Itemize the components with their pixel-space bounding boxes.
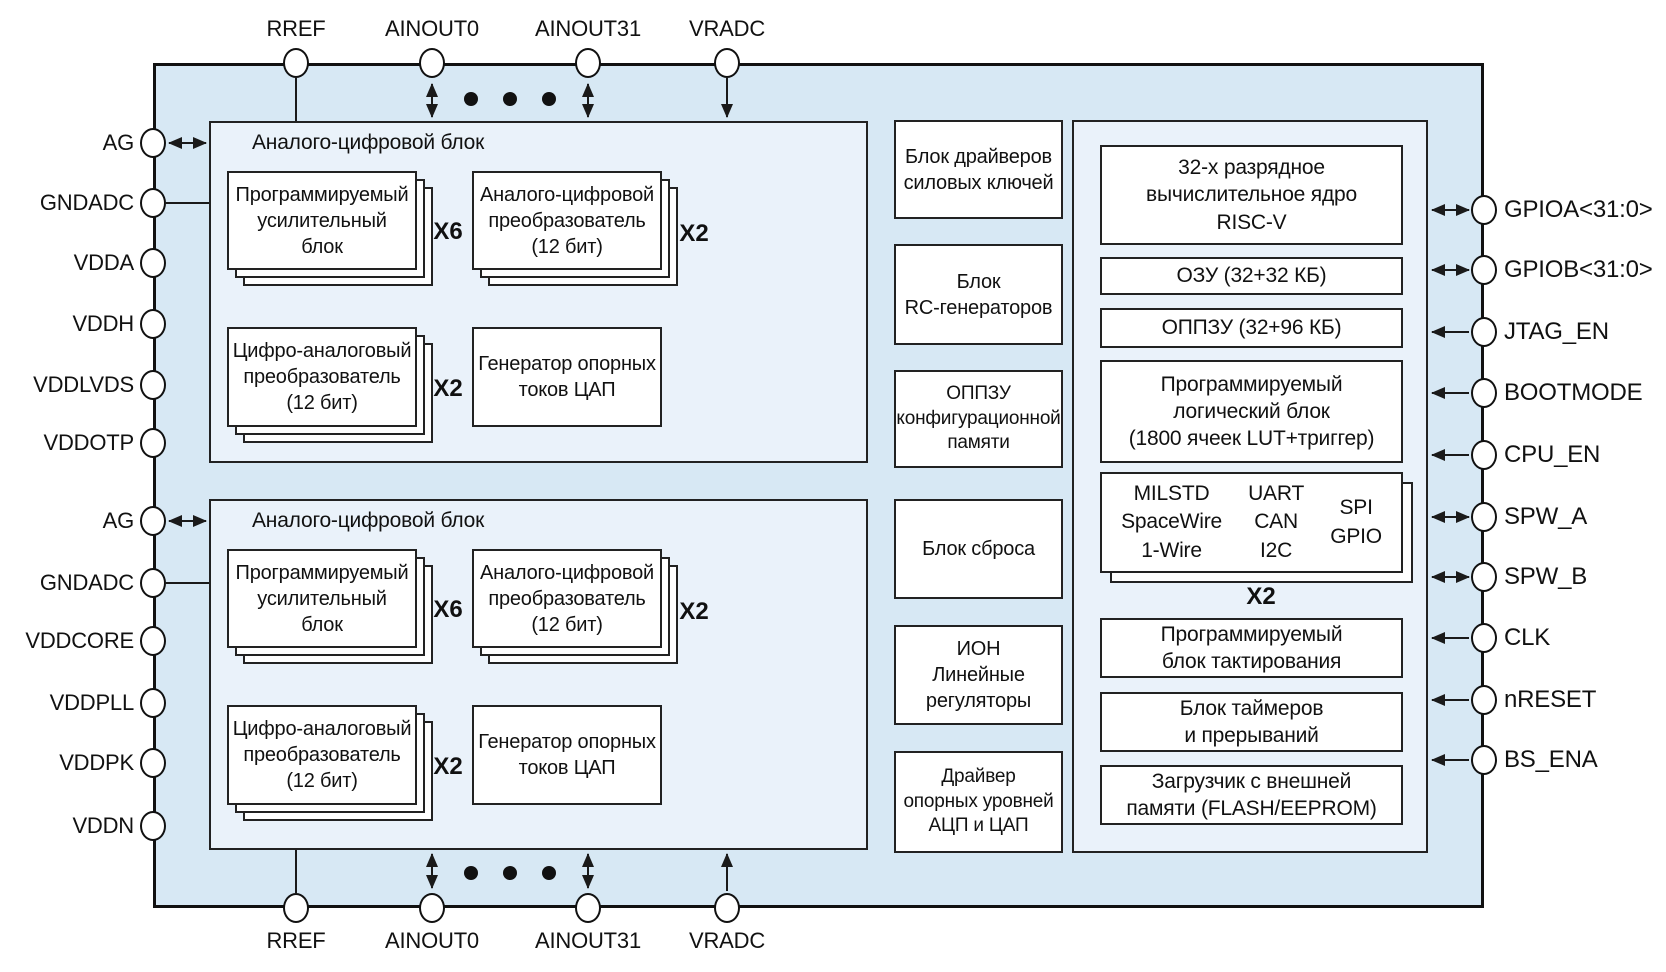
ram-block: ОЗУ (32+32 КБ): [1100, 257, 1403, 295]
pin-label-vddpk: VDDPK: [59, 750, 134, 775]
pin-cpu-en: [1471, 440, 1497, 470]
dac1-multiplier: X2: [433, 375, 463, 402]
pin-vddpk: [140, 748, 166, 778]
pin-vradc-bottom: [714, 893, 740, 923]
pin-label-gpiob: GPIOB<31:0>: [1504, 256, 1653, 283]
pin-bootmode: [1471, 378, 1497, 408]
pin-label-ag-1: AG: [102, 130, 135, 155]
clocking-block: Программируемый блок тактирования: [1100, 618, 1403, 678]
pin-label-vradc-bottom: VRADC: [688, 928, 766, 953]
comms-col-2: UART CAN I2C: [1248, 481, 1305, 562]
rc-generators-block: Блок RC-генераторов: [894, 244, 1063, 345]
pin-label-vddn: VDDN: [72, 813, 134, 838]
dac2-multiplier: X2: [433, 753, 463, 780]
pin-label-vddpll: VDDPLL: [49, 690, 135, 715]
pin-label-bootmode: BOOTMODE: [1504, 379, 1643, 406]
pin-vradc-top: [714, 48, 740, 78]
pin-label-nreset: nRESET: [1504, 686, 1597, 713]
pin-ainout0-top: [419, 48, 445, 78]
refgen-block-1: Генератор опорных токов ЦАП: [472, 327, 662, 427]
pin-gpioa: [1471, 195, 1497, 225]
pin-vddcore: [140, 626, 166, 656]
pin-vddh: [140, 309, 166, 339]
pin-vddlvds: [140, 370, 166, 400]
reset-block: Блок сброса: [894, 499, 1063, 599]
adc-block-1: Аналого-цифровой преобразователь (12 бит…: [472, 171, 662, 270]
amp1-multiplier: X6: [433, 218, 463, 245]
pin-label-ainout31-top: AINOUT31: [535, 16, 641, 41]
amp2-multiplier: X6: [433, 596, 463, 623]
pin-label-gndadc-2: GNDADC: [39, 570, 134, 595]
pin-label-spw-b: SPW_B: [1504, 563, 1588, 590]
pin-rref-top: [283, 48, 309, 78]
pin-label-rref-top: RREF: [266, 16, 326, 41]
pin-gndadc-1: [140, 188, 166, 218]
pin-clk: [1471, 623, 1497, 653]
pin-label-rref-bottom: RREF: [266, 928, 326, 953]
pin-label-jtag-en: JTAG_EN: [1504, 318, 1609, 345]
pin-jtag-en: [1471, 317, 1497, 347]
pin-label-cpu-en: CPU_EN: [1504, 441, 1601, 468]
power-key-drivers-block: Блок драйверов силовых ключей: [894, 120, 1063, 219]
pin-label-clk: CLK: [1504, 624, 1551, 651]
pin-spw-a: [1471, 502, 1497, 532]
rom-block: ОППЗУ (32+96 КБ): [1100, 308, 1403, 348]
adc1-multiplier: X2: [679, 220, 709, 247]
pin-label-ainout0-bottom: AINOUT0: [385, 928, 479, 953]
adc2-multiplier: X2: [679, 598, 709, 625]
pin-nreset: [1471, 685, 1497, 715]
pin-label-spw-a: SPW_A: [1504, 503, 1588, 530]
comms-multiplier: X2: [1246, 583, 1276, 610]
pin-gpiob: [1471, 255, 1497, 285]
pin-ainout31-top: [575, 48, 601, 78]
dac-block-1: Цифро-аналоговый преобразователь (12 бит…: [227, 327, 417, 427]
comms-col-3: SPI GPIO: [1330, 496, 1382, 548]
pin-label-vdda: VDDA: [73, 250, 135, 275]
pin-label-vddlvds: VDDLVDS: [33, 372, 134, 397]
pin-label-ainout31-bottom: AINOUT31: [535, 928, 641, 953]
pin-label-vddh: VDDH: [72, 311, 134, 336]
dac-block-2: Цифро-аналоговый преобразователь (12 бит…: [227, 705, 417, 805]
pin-label-vddotp: VDDOTP: [43, 430, 135, 455]
analog-panel-1-title: Аналого-цифровой блок: [252, 131, 485, 154]
pin-gndadc-2: [140, 568, 166, 598]
refgen-block-2: Генератор опорных токов ЦАП: [472, 705, 662, 805]
pin-label-ag-2: AG: [102, 508, 135, 533]
pin-ag-1: [140, 128, 166, 158]
pin-vdda: [140, 248, 166, 278]
pin-vddotp: [140, 428, 166, 458]
pin-ainout31-bottom: [575, 893, 601, 923]
pin-rref-bottom: [283, 893, 309, 923]
pin-bs-ena: [1471, 745, 1497, 775]
timers-interrupts-block: Блок таймеров и прерываний: [1100, 692, 1403, 752]
pin-label-ainout0-top: AINOUT0: [385, 16, 479, 41]
programmable-logic-block: Программируемый логический блок (1800 яч…: [1100, 360, 1403, 463]
bootloader-block: Загрузчик с внешней памяти (FLASH/EEPROM…: [1100, 765, 1403, 825]
pin-vddpll: [140, 688, 166, 718]
pin-label-gndadc-1: GNDADC: [39, 190, 134, 215]
pin-ag-2: [140, 506, 166, 536]
ion-regulators-block: ИОН Линейные регуляторы: [894, 625, 1063, 725]
amp-block-1: Программируемый усилительный блок: [227, 171, 417, 270]
ref-levels-driver-block: Драйвер опорных уровней АЦП и ЦАП: [894, 751, 1063, 853]
pin-label-vradc-top: VRADC: [688, 16, 766, 41]
config-memory-block: ОППЗУ конфигурационной памяти: [894, 370, 1063, 468]
adc-block-2: Аналого-цифровой преобразователь (12 бит…: [472, 549, 662, 648]
analog-panel-2-title: Аналого-цифровой блок: [252, 509, 485, 532]
pin-spw-b: [1471, 562, 1497, 592]
pin-vddn: [140, 811, 166, 841]
pin-label-vddcore: VDDCORE: [25, 628, 134, 653]
amp-block-2: Программируемый усилительный блок: [227, 549, 417, 648]
pin-ainout0-bottom: [419, 893, 445, 923]
risc-v-core-block: 32-х разрядное вычислительное ядро RISC-…: [1100, 145, 1403, 245]
comms-interfaces-block: MILSTD SpaceWire 1-Wire UART CAN I2C SPI…: [1100, 472, 1403, 573]
pin-label-gpioa: GPIOA<31:0>: [1504, 196, 1653, 223]
pin-label-bs-ena: BS_ENA: [1504, 746, 1598, 773]
comms-col-1: MILSTD SpaceWire 1-Wire: [1121, 481, 1222, 562]
